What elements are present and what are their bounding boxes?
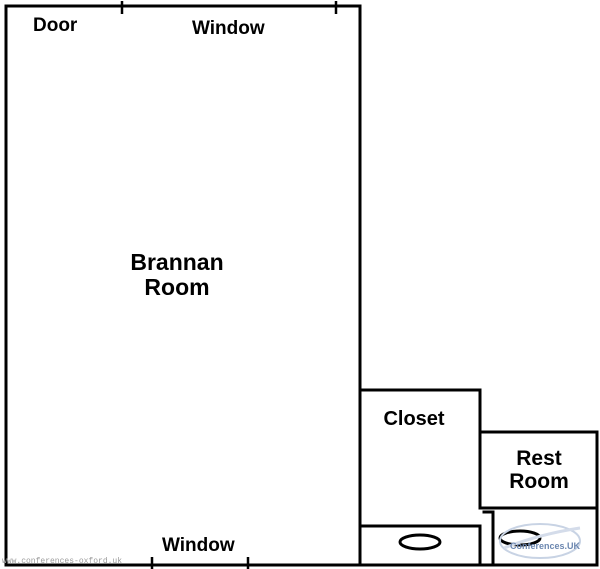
watermark-swoosh-icon xyxy=(499,523,581,559)
restroom-label-line1: Rest xyxy=(516,447,562,470)
closet-fixture-area xyxy=(358,524,482,567)
restroom-stall-wall xyxy=(482,510,495,567)
conferences-uk-watermark: Conferences.UK xyxy=(499,523,581,559)
watermark-swoosh-stroke xyxy=(503,526,581,550)
restroom-label-line2: Room xyxy=(509,470,569,493)
window-bottom-label: Window xyxy=(162,535,235,556)
door-label: Door xyxy=(33,15,78,36)
footer-url-text: www.conferences-oxford.uk xyxy=(2,557,122,566)
window-top-label: Window xyxy=(192,18,265,39)
restroom-walls xyxy=(478,430,599,567)
sink-fixture-icon xyxy=(398,533,442,551)
brannan-room-label-line2: Room xyxy=(144,274,209,300)
closet-label: Closet xyxy=(383,408,444,430)
watermark-text: Conferences.UK xyxy=(510,541,581,551)
closet-walls xyxy=(358,388,482,434)
brannan-room-label-line1: Brannan xyxy=(130,249,223,275)
